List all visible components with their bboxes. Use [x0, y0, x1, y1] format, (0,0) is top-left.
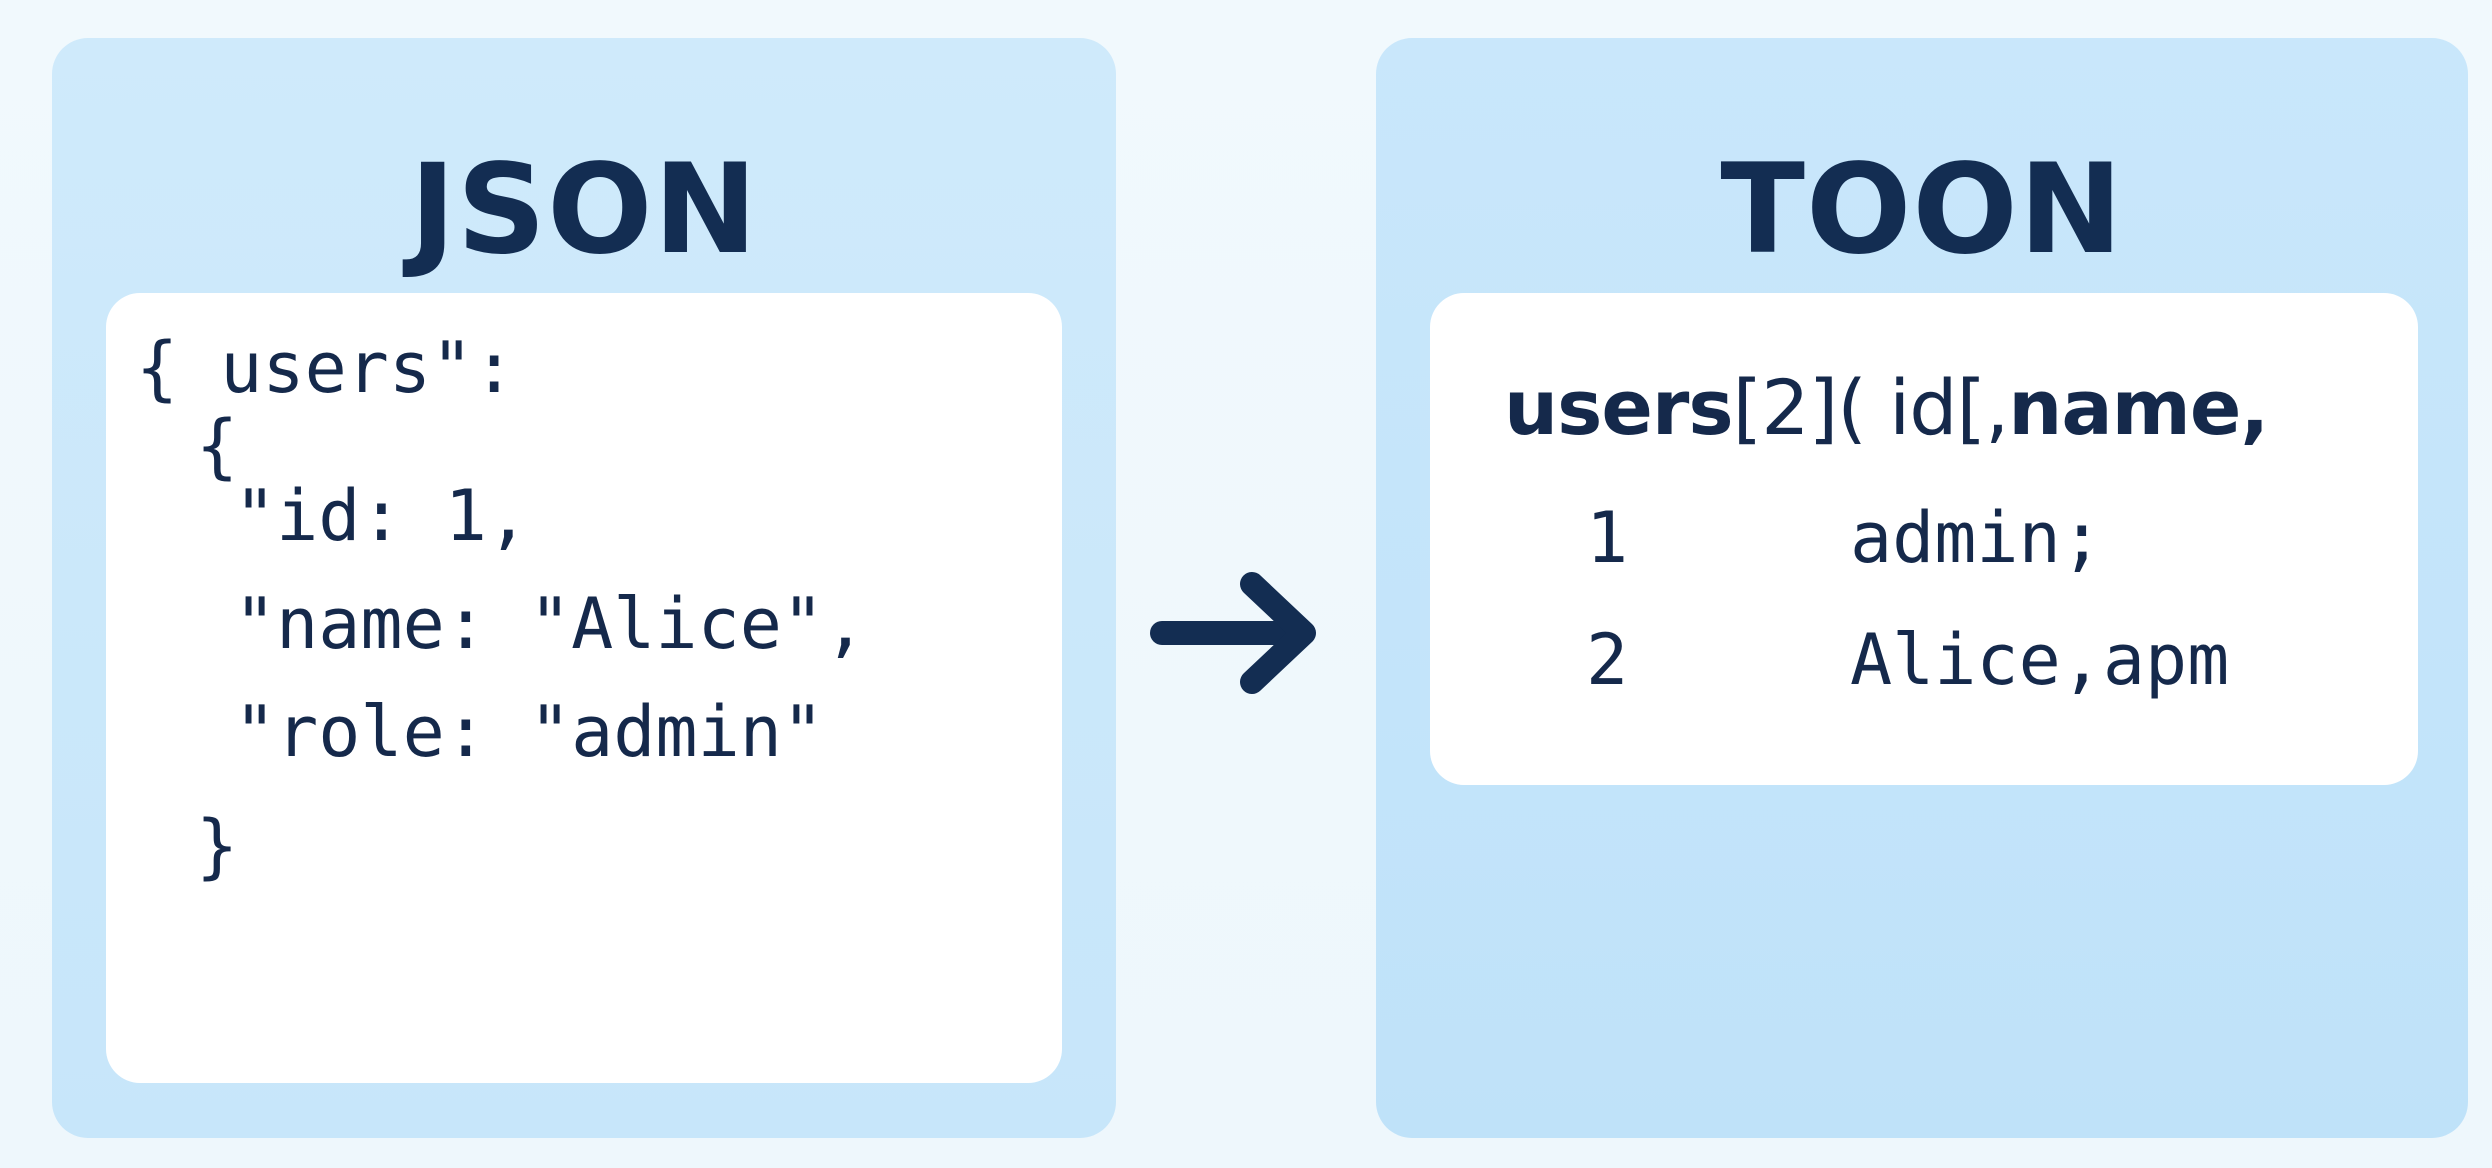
json-code-card: { users": { "id: 1, "name: "Alice", "rol…	[106, 293, 1062, 1083]
json-line-3: "id: 1,	[234, 475, 530, 557]
toon-header-line: users[2]( id[,name,	[1504, 363, 2269, 453]
toon-panel: TOON users[2]( id[,name, 1 admin; 2 Alic…	[1376, 38, 2468, 1138]
toon-header-field-name: name,	[2008, 363, 2269, 452]
json-line-1: { users":	[136, 327, 516, 409]
toon-row-2-id: 2	[1586, 619, 1629, 701]
json-line-6: }	[196, 805, 239, 887]
toon-header-separator: [,	[1956, 363, 2009, 452]
toon-header-array-name: users	[1504, 363, 1734, 452]
toon-row-2-value: Alice,apm	[1850, 619, 2230, 701]
json-line-2: {	[196, 405, 239, 487]
toon-code-card: users[2]( id[,name, 1 admin; 2 Alice,apm	[1430, 293, 2418, 785]
toon-header-field-id: id	[1889, 363, 1957, 452]
toon-row-1-value: admin;	[1850, 497, 2103, 579]
toon-row-1-id: 1	[1586, 497, 1629, 579]
json-panel-title: JSON	[409, 138, 759, 282]
toon-header-count: [2](	[1732, 363, 1890, 452]
json-line-5: "role: "admin"	[234, 691, 825, 773]
arrow-right-icon	[1150, 572, 1316, 694]
json-panel: JSON { users": { "id: 1, "name: "Alice",…	[52, 38, 1116, 1138]
toon-panel-title: TOON	[1720, 138, 2124, 282]
json-line-4: "name: "Alice",	[234, 583, 867, 665]
